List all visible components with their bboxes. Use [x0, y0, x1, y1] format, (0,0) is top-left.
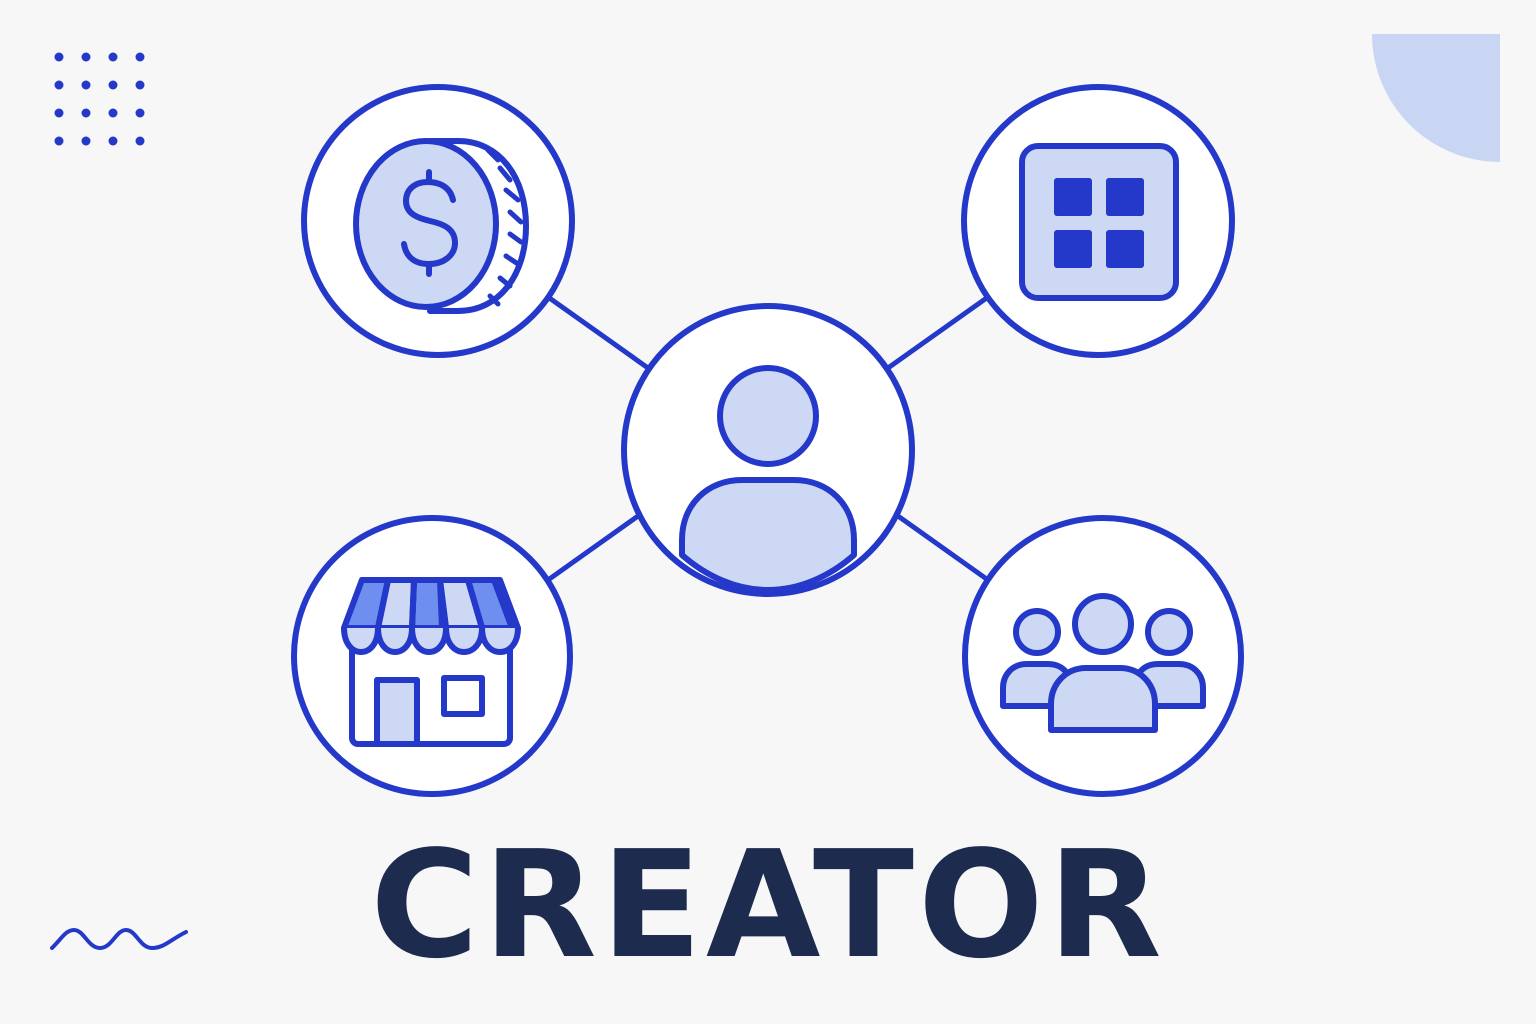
app-grid-icon [1019, 143, 1179, 301]
bottom-left-node [291, 515, 573, 797]
connector-lines [545, 294, 991, 583]
bottom-right-node [962, 515, 1244, 797]
user-icon [679, 365, 857, 593]
connector-top-right [885, 294, 991, 371]
dot-grid-decoration [54, 52, 145, 146]
connector-top-left [545, 294, 651, 371]
audience-group-icon [1000, 593, 1206, 733]
center-node [621, 303, 915, 597]
creator-title: CREATOR [370, 819, 1166, 991]
top-left-node [301, 84, 575, 358]
quarter-circle-decoration [1372, 34, 1500, 162]
bottom-right-node-ring [962, 515, 1244, 797]
top-right-node [961, 84, 1235, 358]
dollar-coin-icon [353, 138, 529, 314]
squiggle-decoration [50, 927, 188, 951]
storefront-icon [341, 577, 521, 747]
connector-bottom-left [545, 513, 641, 583]
connector-bottom-right [895, 513, 991, 583]
